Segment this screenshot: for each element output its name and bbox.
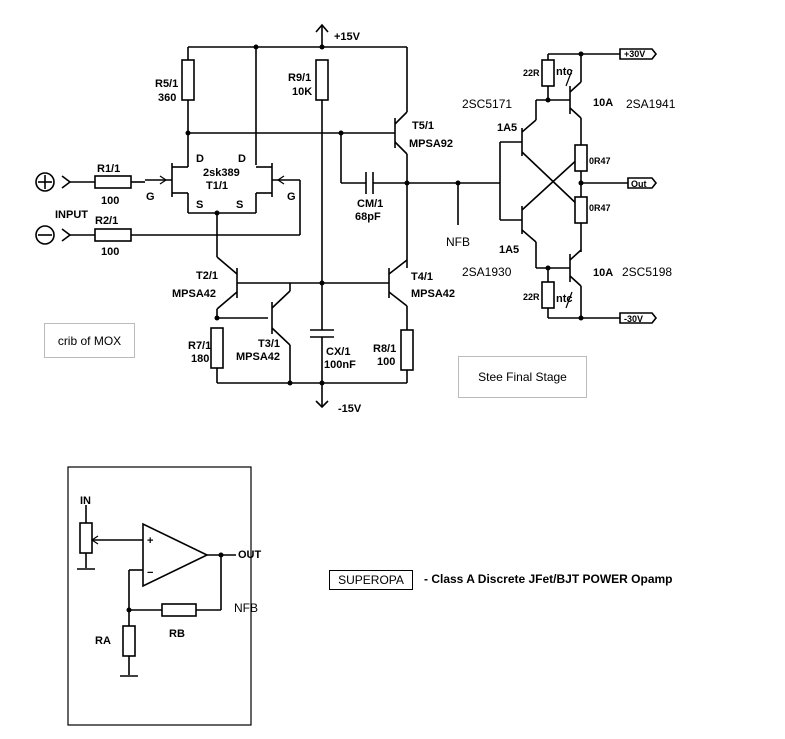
jfet-d1: D	[196, 153, 204, 165]
t4-part: MPSA42	[411, 288, 455, 300]
ra-label: RA	[95, 635, 111, 647]
t3-transistor	[271, 283, 291, 383]
q-bot-driver: 2SA1930	[462, 265, 512, 279]
re-bot	[574, 196, 588, 224]
r8-name: R8/1	[373, 343, 396, 355]
t5-transistor	[394, 47, 408, 268]
vneg-label: -15V	[338, 403, 362, 415]
r2-value: 100	[101, 246, 119, 258]
cx-value: 100nF	[324, 359, 356, 371]
input-plus	[35, 172, 145, 192]
in-potentiometer	[79, 522, 93, 554]
cm-value: 68pF	[355, 211, 381, 223]
input-label: INPUT	[55, 209, 88, 221]
jfet-s2: S	[236, 199, 243, 211]
r7-resistor	[210, 327, 224, 369]
jfet-s1: S	[196, 199, 203, 211]
superopa-title: SUPEROPA	[329, 570, 413, 590]
opamp-symbol	[77, 505, 236, 677]
ntc-bot-label: ntc	[556, 293, 573, 305]
jfet-g2: G	[287, 191, 296, 203]
opamp-plus: +	[147, 535, 153, 547]
r8-resistor	[400, 329, 414, 371]
t5-name: T5/1	[412, 120, 434, 132]
r1-name: R1/1	[97, 163, 120, 175]
r1-resistor	[94, 175, 132, 189]
r22-top	[541, 59, 555, 87]
opamp-box	[67, 466, 252, 726]
r5-value: 360	[158, 92, 176, 104]
r5-name: R5/1	[155, 78, 178, 90]
r7-value: 180	[191, 353, 209, 365]
negative-rail	[217, 380, 407, 409]
rail-pos-label: +30V	[624, 49, 645, 59]
crib-note: crib of MOX	[44, 323, 135, 358]
opamp-out-label: OUT	[238, 549, 262, 561]
q-top-out-current: 10A	[593, 97, 613, 109]
t5-part: MPSA92	[409, 138, 453, 150]
re-top-label: 0R47	[589, 156, 611, 166]
r22-bot	[541, 281, 555, 309]
t2-part: MPSA42	[172, 288, 216, 300]
positive-rail	[188, 23, 407, 48]
q-bot-out: 2SC5198	[622, 265, 672, 279]
r2-name: R2/1	[95, 215, 118, 227]
superopa-desc: - Class A Discrete JFet/BJT POWER Opamp	[424, 572, 673, 586]
jfet-pair	[145, 163, 300, 214]
opamp-in-label: IN	[80, 495, 91, 507]
re-top	[574, 144, 588, 172]
q-bot-driver-current: 1A5	[499, 244, 519, 256]
t4-transistor	[322, 259, 408, 330]
r22-bot-label: 22R	[523, 292, 540, 302]
r5-resistor	[181, 59, 195, 101]
q-bot-out-current: 10A	[593, 267, 613, 279]
ra-resistor	[122, 625, 136, 657]
r1-value: 100	[101, 195, 119, 207]
r7-name: R7/1	[188, 340, 211, 352]
nfb-label: NFB	[446, 235, 470, 249]
t2-name: T2/1	[196, 270, 218, 282]
out-label: Out	[631, 179, 647, 189]
opamp-nfb-label: NFB	[234, 601, 258, 615]
input-minus	[35, 180, 301, 245]
r22-top-label: 22R	[523, 68, 540, 78]
jfet-g1: G	[146, 191, 155, 203]
cx-name: CX/1	[326, 346, 350, 358]
cm-name: CM/1	[357, 198, 383, 210]
rb-resistor	[161, 603, 197, 617]
r9-name: R9/1	[288, 72, 311, 84]
jfet-d2: D	[238, 153, 246, 165]
opamp-minus: −	[147, 567, 153, 579]
t3-part: MPSA42	[236, 351, 280, 363]
stee-note: Stee Final Stage	[458, 356, 587, 398]
r9-resistor	[315, 59, 329, 101]
rb-label: RB	[169, 628, 185, 640]
final-stage	[499, 48, 658, 324]
r2-resistor	[94, 228, 132, 242]
q-top-out: 2SA1941	[626, 97, 676, 111]
r8-value: 100	[377, 356, 395, 368]
q-top-driver-current: 1A5	[497, 122, 517, 134]
q-top-driver: 2SC5171	[462, 97, 512, 111]
ntc-top-label: ntc	[556, 66, 573, 78]
rail-neg-label: -30V	[624, 314, 643, 324]
t2-transistor	[216, 256, 322, 310]
re-bot-label: 0R47	[589, 203, 611, 213]
jfet-ref: T1/1	[206, 180, 228, 192]
t4-name: T4/1	[411, 271, 433, 283]
vpos-label: +15V	[334, 31, 361, 43]
t3-name: T3/1	[258, 338, 280, 350]
r9-value: 10K	[292, 86, 312, 98]
jfet-name: 2sk389	[203, 167, 240, 179]
